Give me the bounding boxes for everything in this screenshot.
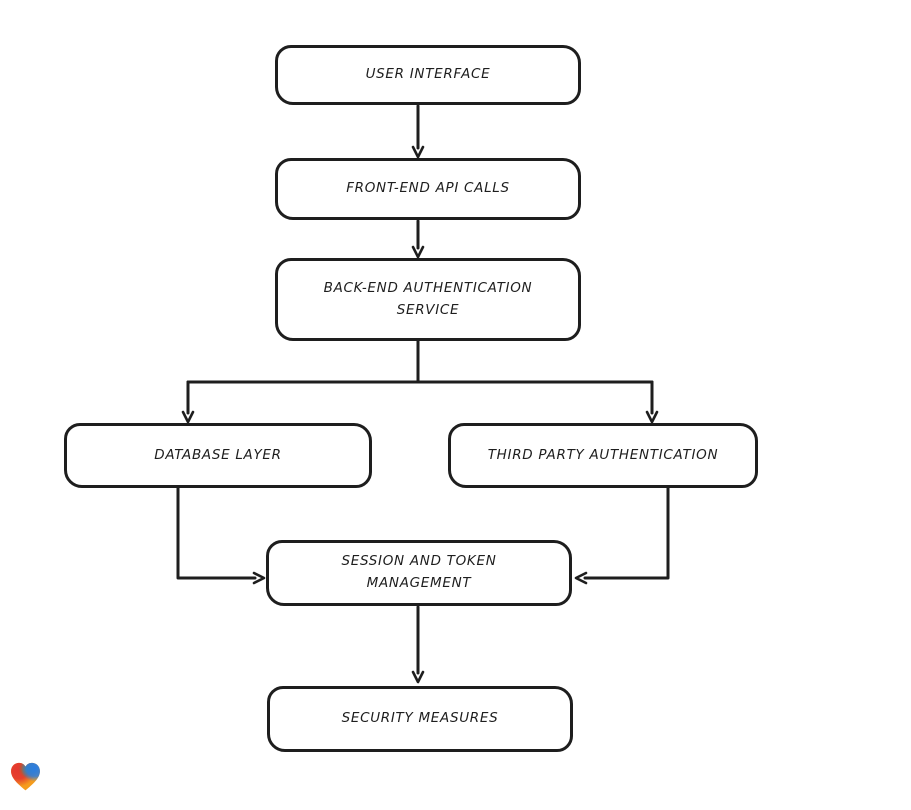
node-label: SESSION AND TOKEN MANAGEMENT <box>341 553 497 591</box>
node-back-end-auth-service: BACK-END AUTHENTICATION SERVICE <box>275 258 581 341</box>
node-database-layer: DATABASE LAYER <box>64 423 372 488</box>
node-security-measures: SECURITY MEASURES <box>267 686 573 752</box>
node-label: DATABASE LAYER <box>154 446 282 463</box>
node-label: FRONT-END API CALLS <box>346 180 510 197</box>
node-front-end-api-calls: FRONT-END API CALLS <box>275 158 581 220</box>
node-user-interface: USER INTERFACE <box>275 45 581 105</box>
node-label: THIRD PARTY AUTHENTICATION <box>487 446 719 463</box>
node-session-token-mgmt: SESSION AND TOKEN MANAGEMENT <box>266 540 572 606</box>
node-label: BACK-END AUTHENTICATION SERVICE <box>323 279 533 318</box>
edge-thirdparty-to-session <box>574 485 670 585</box>
node-label: SECURITY MEASURES <box>341 710 499 727</box>
lovable-heart-icon[interactable] <box>9 761 42 792</box>
node-label: USER INTERFACE <box>365 66 491 83</box>
node-third-party-auth: THIRD PARTY AUTHENTICATION <box>448 423 758 488</box>
edge-database-to-session <box>176 486 266 585</box>
heart-shape <box>11 762 40 791</box>
edge-backend-branch <box>186 339 654 384</box>
